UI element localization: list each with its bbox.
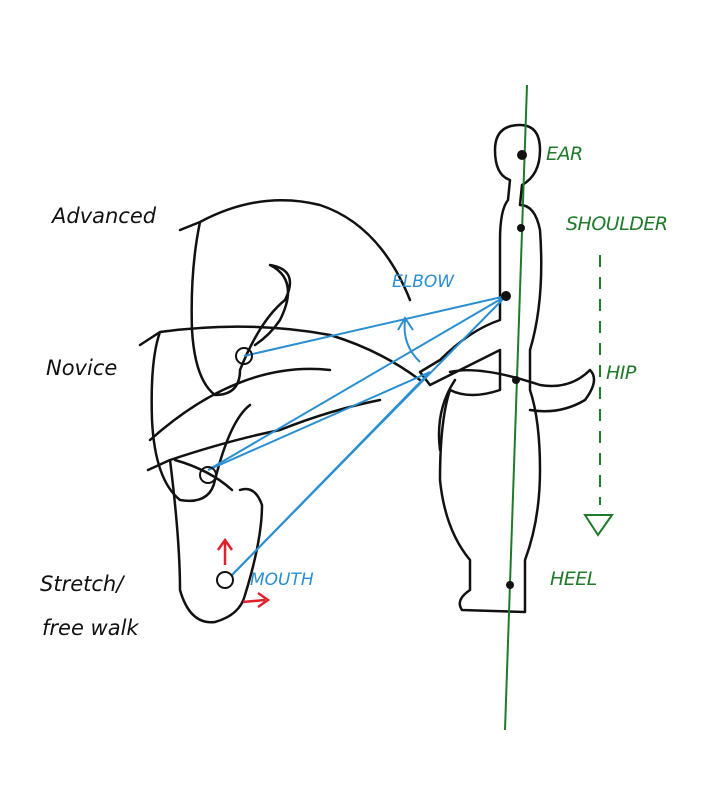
label-novice: Novice: [46, 356, 118, 380]
horse-head-novice: [138, 325, 422, 503]
rider-figure: [418, 123, 543, 614]
down-arrow-head: [583, 514, 614, 537]
rein-line-novice: [207, 295, 507, 471]
right-arrow: [242, 591, 271, 609]
label-stretch: Stretch/: [40, 572, 124, 596]
rein-line-advanced: [243, 295, 507, 357]
label-ear: EAR: [546, 143, 583, 165]
elbow-arrow: [397, 316, 421, 363]
label-hip: HIP: [606, 362, 636, 384]
label-shoulder: SHOULDER: [566, 213, 668, 235]
label-elbow: ELBOW: [392, 272, 455, 292]
label-free-walk: free walk: [42, 616, 139, 640]
label-mouth: MOUTH: [250, 570, 314, 590]
up-arrow: [216, 537, 234, 565]
horse-head-advanced: [178, 198, 412, 397]
label-advanced: Advanced: [52, 204, 157, 228]
saddle: [437, 368, 596, 452]
label-heel: HEEL: [550, 568, 597, 590]
alignment-line: [504, 84, 528, 731]
